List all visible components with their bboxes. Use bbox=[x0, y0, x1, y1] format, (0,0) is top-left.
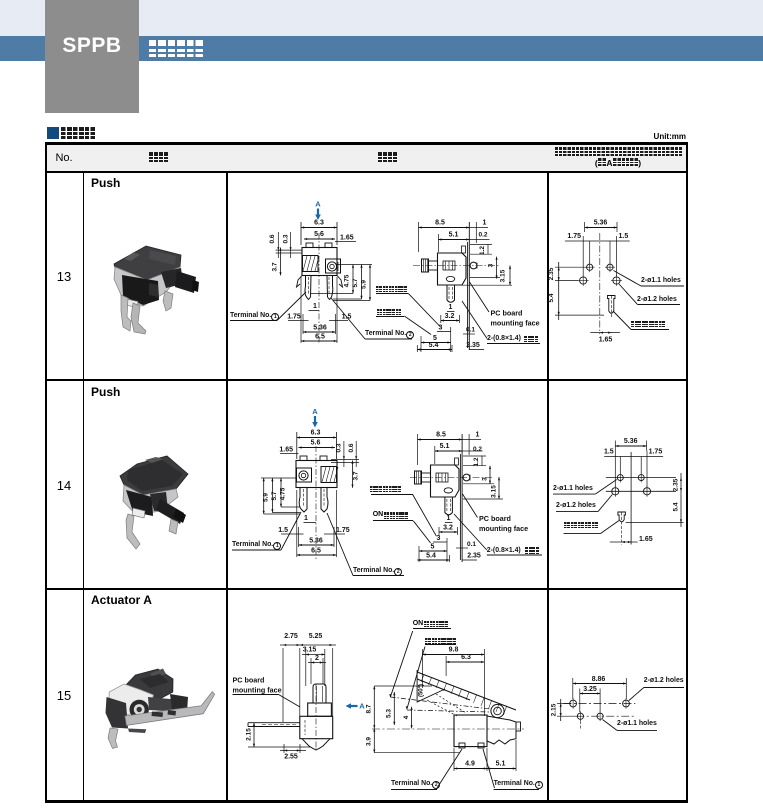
svg-text:5.3: 5.3 bbox=[386, 709, 393, 718]
svg-text:5.9: 5.9 bbox=[361, 280, 368, 289]
svg-text:8.7: 8.7 bbox=[366, 704, 373, 713]
svg-text:5.6: 5.6 bbox=[311, 440, 321, 447]
svg-text:2.55: 2.55 bbox=[284, 754, 298, 761]
svg-text:5.9: 5.9 bbox=[263, 493, 270, 502]
svg-text:0.2: 0.2 bbox=[478, 232, 487, 239]
svg-text:3.15: 3.15 bbox=[500, 269, 507, 282]
svg-text:0.6: 0.6 bbox=[348, 443, 355, 452]
svg-text:1.65: 1.65 bbox=[340, 235, 354, 242]
svg-text:PC board: PC board bbox=[491, 309, 523, 318]
svg-text:2.15: 2.15 bbox=[551, 703, 558, 716]
svg-text:1: 1 bbox=[304, 515, 308, 522]
svg-text:5.7: 5.7 bbox=[271, 491, 278, 500]
svg-text:0.1: 0.1 bbox=[467, 541, 476, 548]
svg-text:1.75: 1.75 bbox=[336, 527, 350, 534]
svg-text:5.1: 5.1 bbox=[496, 761, 506, 768]
svg-text:A: A bbox=[312, 407, 318, 416]
svg-text:PC board: PC board bbox=[479, 514, 511, 523]
svg-text:0.2: 0.2 bbox=[473, 446, 482, 453]
svg-text:0.6: 0.6 bbox=[269, 234, 276, 243]
svg-text:1.75: 1.75 bbox=[287, 314, 301, 321]
svg-text:8.5: 8.5 bbox=[436, 432, 446, 439]
svg-text:5.4: 5.4 bbox=[673, 502, 680, 511]
svg-text:3: 3 bbox=[439, 325, 443, 332]
svg-text:3: 3 bbox=[482, 477, 489, 481]
svg-text:3.9: 3.9 bbox=[366, 737, 373, 746]
svg-text:(50°): (50°) bbox=[419, 684, 425, 697]
svg-text:5: 5 bbox=[431, 544, 435, 551]
svg-text:3.2: 3.2 bbox=[445, 313, 455, 320]
svg-text:5.36: 5.36 bbox=[594, 220, 608, 227]
svg-text:3.15: 3.15 bbox=[491, 485, 498, 498]
svg-text:4.9: 4.9 bbox=[465, 761, 475, 768]
svg-text:0.1: 0.1 bbox=[466, 327, 475, 334]
svg-text:0.3: 0.3 bbox=[336, 443, 343, 452]
svg-text:A: A bbox=[359, 702, 365, 711]
svg-text:1.65: 1.65 bbox=[599, 337, 613, 344]
svg-text:5.1: 5.1 bbox=[440, 443, 450, 450]
svg-text:6.5: 6.5 bbox=[311, 548, 321, 555]
svg-text:2.35: 2.35 bbox=[466, 342, 480, 349]
svg-text:5.36: 5.36 bbox=[624, 438, 638, 445]
svg-text:1: 1 bbox=[449, 304, 453, 311]
svg-text:1: 1 bbox=[476, 432, 480, 439]
svg-text:6.5: 6.5 bbox=[315, 334, 325, 341]
svg-text:5.36: 5.36 bbox=[313, 325, 327, 332]
svg-text:5.4: 5.4 bbox=[426, 553, 436, 560]
svg-text:1: 1 bbox=[483, 220, 487, 227]
svg-text:1.2: 1.2 bbox=[473, 457, 480, 466]
svg-text:9.8: 9.8 bbox=[449, 647, 459, 654]
svg-text:2.35: 2.35 bbox=[467, 553, 481, 560]
svg-text:0.3: 0.3 bbox=[283, 234, 290, 243]
svg-text:5.4: 5.4 bbox=[548, 293, 555, 302]
svg-text:3.7: 3.7 bbox=[272, 262, 279, 271]
svg-text:1.5: 1.5 bbox=[604, 449, 614, 456]
svg-text:2.35: 2.35 bbox=[673, 478, 680, 491]
svg-text:3.15: 3.15 bbox=[303, 647, 317, 654]
svg-text:5.36: 5.36 bbox=[309, 538, 323, 545]
svg-text:3.7: 3.7 bbox=[353, 471, 360, 480]
svg-text:5.4: 5.4 bbox=[429, 342, 439, 349]
svg-text:2.75: 2.75 bbox=[284, 633, 298, 640]
svg-text:4: 4 bbox=[403, 715, 410, 719]
svg-text:PC board: PC board bbox=[233, 676, 265, 685]
svg-text:5.25: 5.25 bbox=[309, 633, 323, 640]
svg-text:6.3: 6.3 bbox=[311, 430, 321, 437]
svg-text:3.2: 3.2 bbox=[443, 525, 453, 532]
svg-text:6.3: 6.3 bbox=[314, 220, 324, 227]
svg-text:3: 3 bbox=[437, 535, 441, 542]
svg-text:1.2: 1.2 bbox=[479, 246, 486, 255]
svg-text:2.15: 2.15 bbox=[246, 728, 253, 741]
svg-text:A: A bbox=[315, 200, 321, 209]
svg-text:3.25: 3.25 bbox=[583, 686, 597, 693]
svg-text:1.75: 1.75 bbox=[567, 233, 581, 240]
svg-text:1: 1 bbox=[447, 515, 451, 522]
svg-text:4.75: 4.75 bbox=[344, 274, 351, 287]
svg-text:5.7: 5.7 bbox=[352, 278, 359, 287]
svg-text:1.5: 1.5 bbox=[278, 527, 288, 534]
svg-text:5: 5 bbox=[433, 335, 437, 342]
svg-text:1.65: 1.65 bbox=[279, 447, 293, 454]
svg-text:mounting face: mounting face bbox=[479, 524, 528, 533]
svg-text:1.5: 1.5 bbox=[619, 233, 629, 240]
svg-text:8.86: 8.86 bbox=[592, 676, 606, 683]
svg-text:6.3: 6.3 bbox=[461, 654, 471, 661]
svg-text:1.65: 1.65 bbox=[639, 536, 653, 543]
svg-text:mounting face: mounting face bbox=[233, 686, 282, 695]
svg-text:5.1: 5.1 bbox=[449, 232, 459, 239]
svg-text:1.75: 1.75 bbox=[649, 449, 663, 456]
svg-text:8.5: 8.5 bbox=[435, 220, 445, 227]
svg-text:2.35: 2.35 bbox=[548, 267, 555, 280]
svg-text:1: 1 bbox=[313, 303, 317, 310]
svg-text:2: 2 bbox=[315, 655, 319, 662]
svg-text:4.75: 4.75 bbox=[280, 487, 287, 500]
svg-text:mounting face: mounting face bbox=[491, 319, 540, 328]
